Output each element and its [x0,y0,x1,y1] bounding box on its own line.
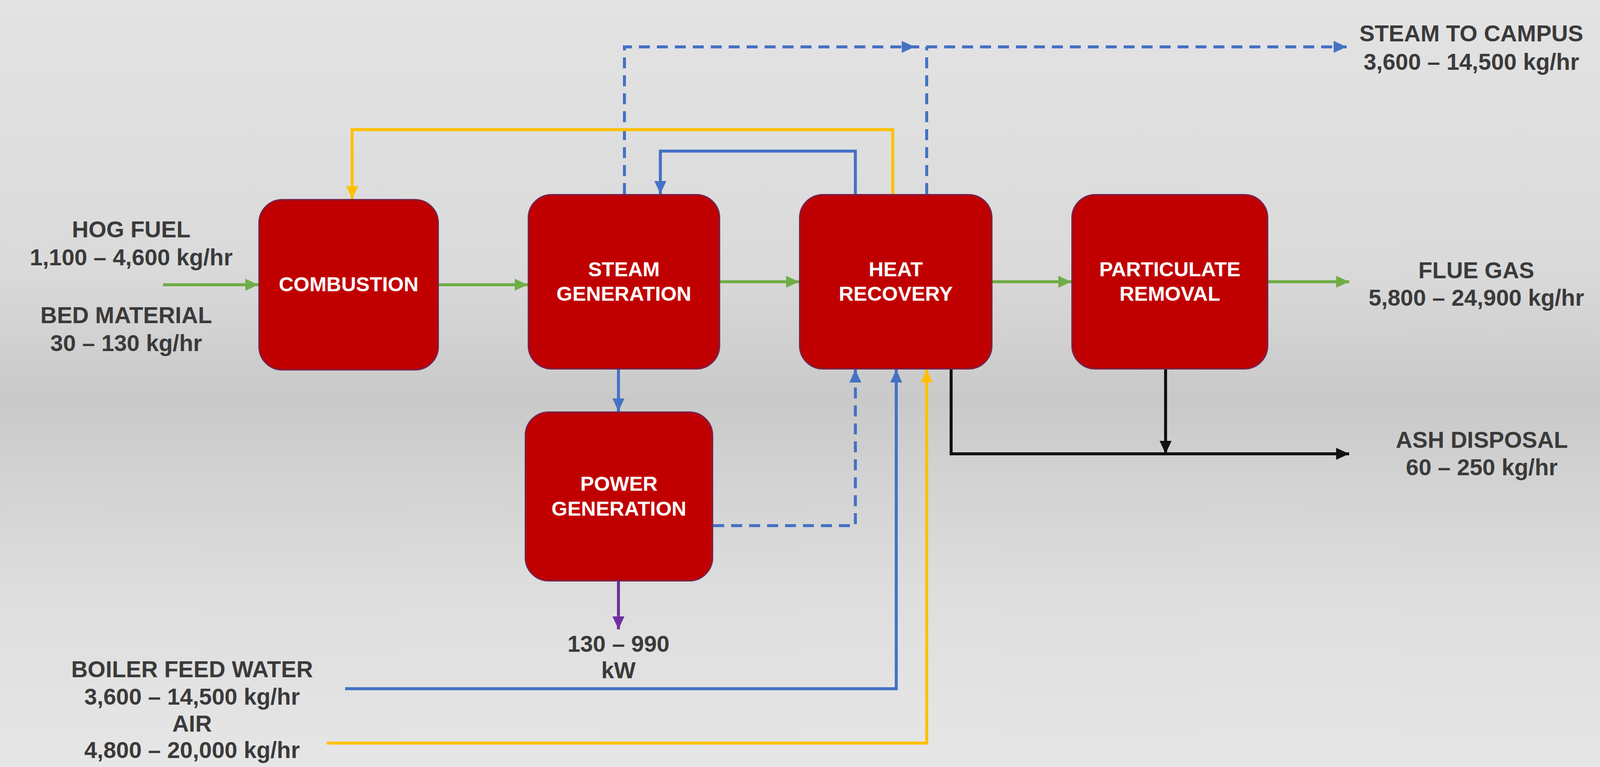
process-label: POWER GENERATION [536,471,702,521]
flow-label: 30 – 130 kg/hr [50,330,202,357]
flow-connector [720,280,800,284]
flow-arrowhead [901,40,915,53]
flow-label: 3,600 – 14,500 kg/hr [1363,48,1580,76]
process-box: PARTICULATE REMOVAL [1071,194,1269,370]
flow-connector [352,129,893,200]
process-label: HEAT RECOVERY [810,257,982,307]
flow-label: STEAM TO CAMPUS [1359,20,1584,47]
flow-label: kW [601,657,636,684]
ash-line [1164,369,1168,454]
flow-label: 130 – 990 [567,630,670,658]
air-feed-line [326,369,927,744]
process-box: STEAM GENERATION [527,194,721,370]
flow-label: BED MATERIAL [40,302,212,329]
process-label: COMBUSTION [278,272,419,297]
flow-label: 5,800 – 24,900 kg/hr [1368,284,1585,312]
flow-connector [660,151,856,195]
flow-label: AIR [172,710,212,738]
flow-label: 1,100 – 4,600 kg/hr [29,244,233,271]
flow-label: 4,800 – 20,000 kg/hr [84,737,300,764]
flow-connector [992,280,1072,284]
flow-label: ASH DISPOSAL [1395,426,1568,454]
flow-connector [616,369,620,412]
flow-connector [713,369,856,526]
flow-label: FLUE GAS [1418,257,1535,284]
fuel-feed-line [163,283,259,287]
process-label: STEAM GENERATION [539,257,709,307]
flow-label: 3,600 – 14,500 kg/hr [84,683,300,711]
process-box: HEAT RECOVERY [799,194,993,370]
flow-label: HOG FUEL [71,216,191,243]
process-label: PARTICULATE REMOVAL [1082,257,1257,307]
process-box: POWER GENERATION [524,411,714,582]
campus-steam-line [624,46,1347,195]
flow-connector [438,283,528,287]
flow-label: 60 – 250 kg/hr [1405,454,1558,481]
flue-gas-line [1262,280,1350,284]
campus-steam-line [925,46,929,195]
power-output-line [616,581,620,630]
flow-label: BOILER FEED WATER [71,656,314,683]
feed-water-line [345,369,897,689]
process-box: COMBUSTION [258,199,439,371]
ash-line [951,369,1350,454]
